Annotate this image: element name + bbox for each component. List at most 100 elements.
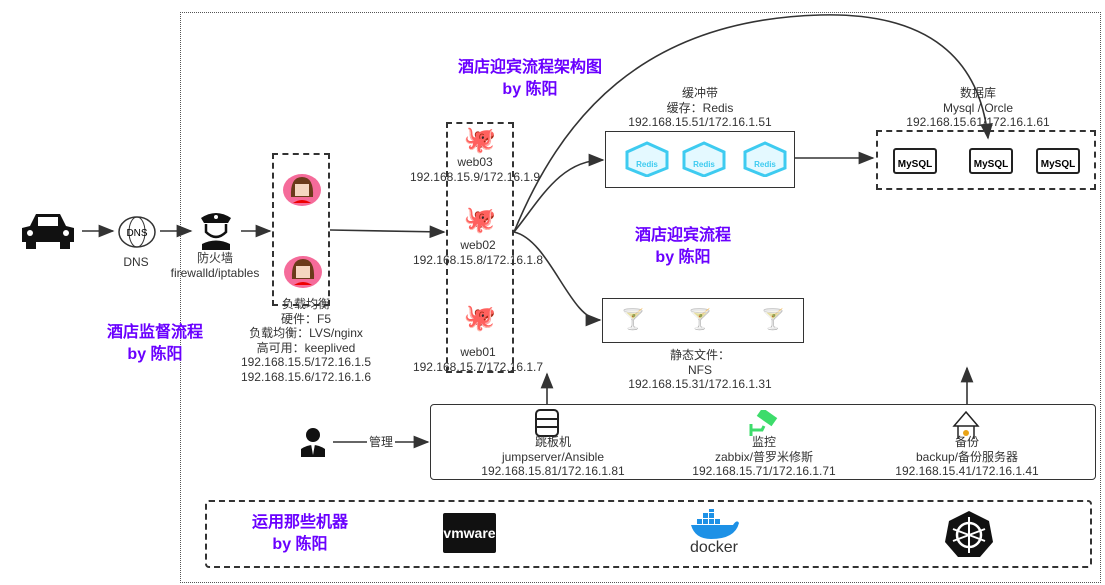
edge-web-nfs — [513, 231, 602, 327]
jump-software: jumpserver/Ansible — [501, 449, 605, 464]
lb-ha: 高可用：keeplived — [256, 340, 356, 355]
edge-lb-web — [329, 225, 446, 239]
jump-ip: 192.168.15.81/172.16.1.81 — [481, 464, 625, 478]
web02-server-icon: 🐙 — [463, 203, 497, 234]
security-guard-icon — [201, 213, 231, 250]
web01-server-icon: 🐙 — [463, 301, 497, 332]
title-text: 酒店迎宾流程架构图 — [457, 59, 603, 76]
web03-name: web03 — [457, 155, 493, 169]
redis-icon: Redis — [625, 141, 669, 177]
title-text: 运用那些机器 — [251, 514, 349, 531]
mysql-icon: MySQL — [969, 148, 1013, 174]
monitor-software: zabbix/普罗米修斯 — [714, 449, 814, 464]
nfs-ip: 192.168.15.31/172.16.1.31 — [628, 377, 772, 391]
lb-hardware: 硬件：F5 — [280, 311, 331, 326]
cache-title: 缓冲带 — [681, 86, 718, 100]
title-author: by 陈阳 — [272, 536, 328, 553]
title-monitor: 酒店监督流程 by 陈阳 — [107, 322, 203, 366]
machines-group — [205, 500, 1092, 568]
monitor-ip: 192.168.15.71/172.16.1.71 — [692, 464, 836, 478]
cocktail-icon: 🍸 — [620, 308, 646, 331]
security-camera-icon — [749, 410, 778, 436]
docker-logo: docker — [684, 505, 744, 561]
backup-software: backup/备份服务器 — [915, 449, 1019, 464]
nfs-software: NFS — [688, 362, 712, 377]
lb-ip-2: 192.168.15.6/172.16.1.6 — [240, 369, 372, 384]
db-ip: 192.168.15.61/172.16.1.61 — [906, 115, 1050, 129]
title-architecture: 酒店迎宾流程架构图 by 陈阳 — [458, 57, 602, 101]
vmware-logo: vmware — [443, 513, 496, 553]
backup-title: 备份 — [954, 435, 979, 449]
lb-software: 负载均衡：LVS/nginx — [249, 326, 363, 340]
mysql-icon: MySQL — [893, 148, 937, 174]
db-title: 数据库 — [959, 86, 996, 100]
svg-text:Redis: Redis — [636, 160, 658, 169]
mysql-icon: MySQL — [1036, 148, 1080, 174]
dns-globe-icon: DNS — [118, 216, 156, 248]
web01-name: web01 — [460, 345, 496, 359]
web01-ip: 192.168.15.7/172.16.1.7 — [412, 359, 544, 374]
web-server-group — [446, 122, 514, 373]
redis-icon: Redis — [682, 141, 726, 177]
dns-label: DNS — [123, 255, 149, 269]
nfs-group — [602, 298, 804, 343]
title-author: by 陈阳 — [502, 81, 558, 98]
car-icon — [22, 214, 74, 249]
cache-software: 缓存：Redis — [666, 100, 734, 115]
firewall-software: firewalld/iptables — [170, 265, 260, 280]
load-balancer-label: 负载均衡 硬件：F5 负载均衡：LVS/nginx 高可用：keeplived … — [241, 297, 371, 384]
title-machines: 运用那些机器 by 陈阳 — [252, 512, 348, 556]
manage-label: 管理 — [366, 435, 396, 450]
lb-title: 负载均衡 — [281, 297, 330, 311]
web02-ip: 192.168.15.8/172.16.1.8 — [412, 252, 544, 267]
db-software: Mysql / Orcle — [942, 100, 1013, 115]
title-author: by 陈阳 — [655, 249, 711, 266]
web03-ip: 192.168.15.9/172.16.1.9 — [409, 169, 541, 184]
monitor-title: 监控 — [751, 435, 776, 449]
redis-group — [605, 131, 795, 188]
load-balancer-avatar-icon — [283, 174, 321, 206]
admin-user-icon — [301, 428, 325, 457]
svg-text:Redis: Redis — [754, 160, 776, 169]
load-balancer-avatar-icon — [284, 256, 322, 288]
cache-ip: 192.168.15.51/172.16.1.51 — [628, 115, 772, 129]
jump-title: 跳板机 — [534, 435, 571, 449]
cocktail-icon: 🍸 — [687, 308, 713, 331]
backup-vault-icon — [952, 410, 980, 439]
database-group — [876, 130, 1096, 190]
web02-name: web02 — [460, 238, 496, 252]
title-text: 酒店迎宾流程 — [634, 227, 732, 244]
svg-text:DNS: DNS — [126, 228, 147, 239]
title-welcome: 酒店迎宾流程 by 陈阳 — [635, 225, 731, 269]
edge-web-redis — [513, 153, 605, 233]
docker-whale-icon — [691, 509, 739, 539]
redis-icon: Redis — [743, 141, 787, 177]
title-author: by 陈阳 — [127, 346, 183, 363]
firewall-title: 防火墙 — [196, 251, 233, 265]
lb-ip-1: 192.168.15.5/172.16.1.5 — [240, 355, 372, 369]
docker-wordmark: docker — [689, 539, 739, 556]
outer-boundary — [180, 12, 1101, 583]
load-balancer-group — [272, 153, 330, 306]
svg-text:Redis: Redis — [693, 160, 715, 169]
edge-web-db — [513, 14, 993, 233]
title-text: 酒店监督流程 — [106, 324, 204, 341]
cocktail-icon: 🍸 — [760, 308, 786, 331]
server-rack-icon — [535, 409, 559, 437]
web03-server-icon: 🐙 — [463, 123, 497, 154]
management-group — [430, 404, 1096, 480]
nfs-title: 静态文件： — [669, 348, 730, 362]
kubernetes-logo — [945, 511, 993, 557]
